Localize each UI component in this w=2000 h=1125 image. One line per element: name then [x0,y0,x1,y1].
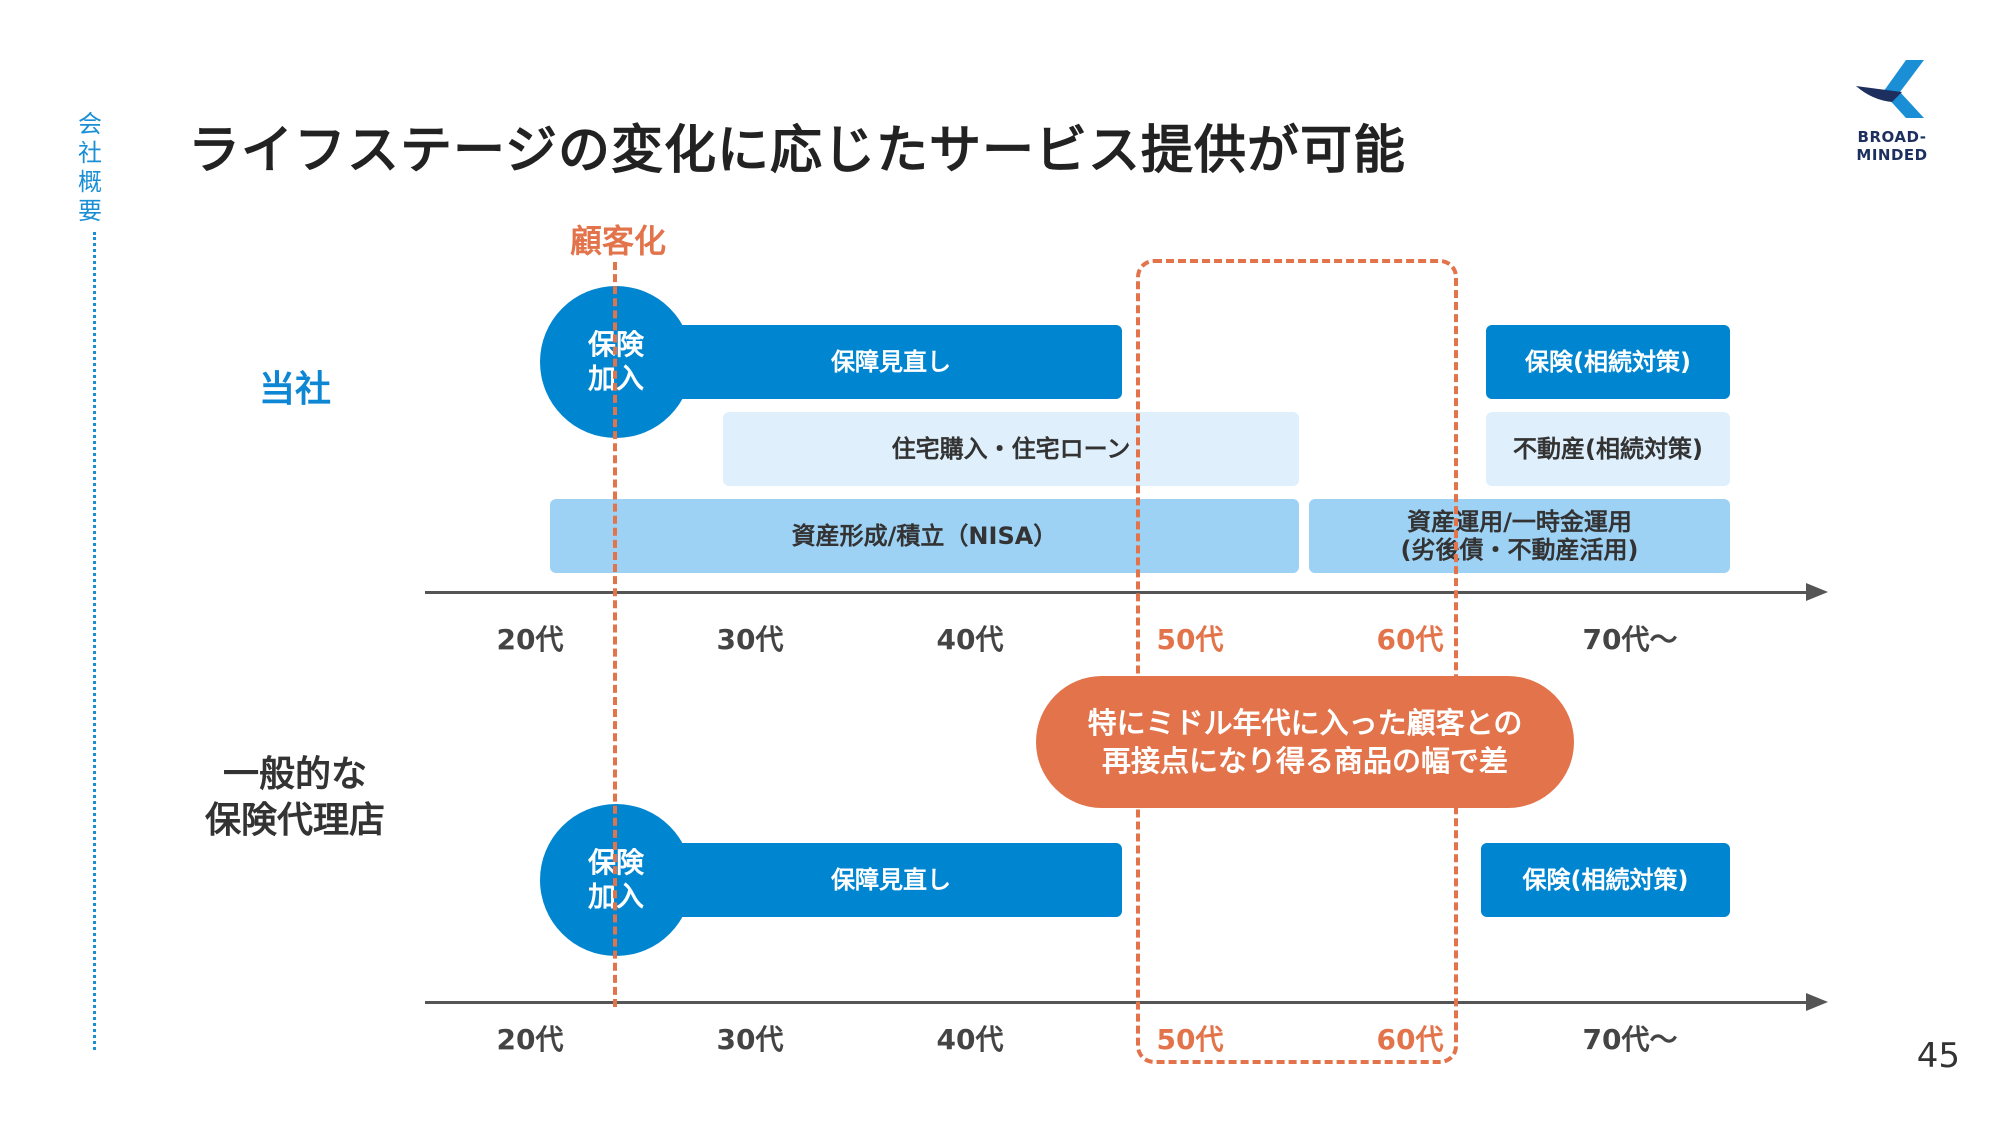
bar-label: 資産運用/一時金運用 (劣後債・不動産活用) [1400,508,1639,564]
bar-row1-fudosan-sozoku: 不動産(相続対策) [1486,412,1730,486]
tick-row2-20s: 20代 [496,1023,564,1056]
middle-age-highlight-box [1136,259,1458,1064]
timeline-axis-row2 [425,1001,1808,1004]
bar-row1-jutaku: 住宅購入・住宅ローン [723,412,1299,486]
row-label-general-agency: 一般的な 保険代理店 [204,754,385,841]
bar-row1-shisan-unyo: 資産運用/一時金運用 (劣後債・不動産活用) [1309,499,1730,573]
bar-row2-hoken-sozoku: 保険(相続対策) [1481,843,1730,917]
bar-label: 保険(相続対策) [1525,348,1691,376]
customer-acquisition-label: 顧客化 [569,222,666,260]
bar-row1-hoken-sozoku: 保険(相続対策) [1486,325,1730,399]
arrow-right-icon [1806,993,1828,1011]
customer-acquisition-dashed-line [613,262,617,1007]
tick-row2-60s: 60代 [1376,1023,1444,1056]
bar-row1-shisan-keisei: 資産形成/積立（NISA） [550,499,1299,573]
arrow-right-icon [1806,583,1828,601]
timeline-axis-row1 [425,591,1808,594]
page-number: 45 [1916,1036,1960,1076]
bar-row1-hosho-minaoshi: 保障見直し [660,325,1122,399]
tick-row1-40s: 40代 [936,623,1004,656]
tick-row2-40s: 40代 [936,1023,1004,1056]
tick-row1-20s: 20代 [496,623,564,656]
bar-label: 保障見直し [831,866,951,894]
tick-row2-70s: 70代〜 [1582,1023,1678,1056]
tick-row1-60s: 60代 [1376,623,1444,656]
bar-label: 資産形成/積立（NISA） [791,522,1058,550]
broad-minded-logo-icon [1856,60,1924,118]
logo-text: BROAD-MINDED [1856,128,1928,164]
tick-row1-50s: 50代 [1156,623,1224,656]
page-title: ライフステージの変化に応じたサービス提供が可能 [188,121,1406,181]
callout-middle-age-difference: 特にミドル年代に入った顧客との 再接点になり得る商品の幅で差 [1036,676,1574,808]
bar-label: 保険(相続対策) [1522,866,1689,894]
side-section-label: 会社概要 [78,110,102,225]
bar-row2-hosho-minaoshi: 保障見直し [660,843,1122,917]
side-dotted-line [93,232,96,1050]
bar-label: 保障見直し [831,348,951,376]
callout-text: 特にミドル年代に入った顧客との 再接点になり得る商品の幅で差 [1087,706,1523,778]
row-label-our-company: 当社 [258,369,331,410]
tick-row1-30s: 30代 [716,623,784,656]
tick-row2-30s: 30代 [716,1023,784,1056]
company-logo: BROAD-MINDED [1826,56,1958,164]
bar-label: 不動産(相続対策) [1513,435,1703,463]
bar-label: 住宅購入・住宅ローン [891,435,1131,463]
tick-row1-70s: 70代〜 [1582,623,1678,656]
tick-row2-50s: 50代 [1156,1023,1224,1056]
